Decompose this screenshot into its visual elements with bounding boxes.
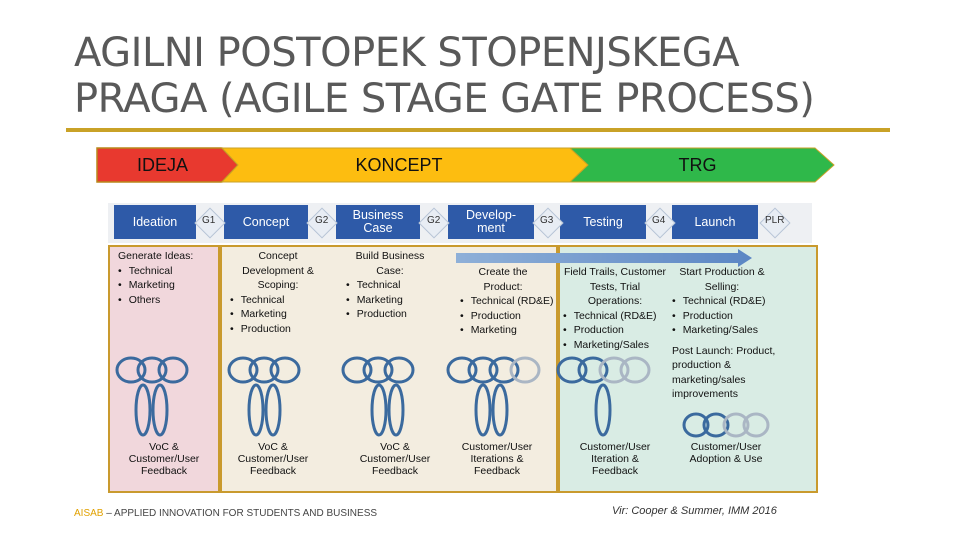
- loop-icon-6: [682, 412, 770, 438]
- concept-item: Production: [230, 322, 326, 337]
- launch-text: Start Production & Selling: Technical (R…: [672, 265, 790, 402]
- phase-label-koncept: KONCEPT: [355, 154, 443, 175]
- concept-item: Marketing: [230, 307, 326, 322]
- concept-panel: [220, 245, 558, 493]
- business-item: Marketing: [346, 293, 434, 308]
- loop-icon-3: [341, 356, 415, 437]
- gate-label-1: G1: [202, 215, 216, 226]
- business-item: Production: [346, 307, 434, 322]
- title-underline: [66, 128, 890, 132]
- concept-heading: Concept Development & Scoping:: [242, 250, 314, 291]
- launch-item: Production: [672, 309, 790, 324]
- testing-text: Field Trails, Customer Tests, Trial Oper…: [563, 265, 667, 352]
- business-heading: Build Business Case:: [355, 250, 425, 277]
- gate-label-4: G3: [540, 215, 554, 226]
- title-line-1: AGILNI POSTOPEK STOPENJSKEGA: [74, 30, 740, 76]
- launch-item: Technical (RD&E): [672, 294, 790, 309]
- footer-credit: AISAB – APPLIED INNOVATION FOR STUDENTS …: [74, 508, 377, 519]
- development-text: Create the Product: Technical (RD&E) Pro…: [460, 265, 556, 338]
- phase-label-trg: TRG: [678, 154, 717, 175]
- loop-icon-5: [556, 356, 651, 437]
- testing-item: Production: [563, 323, 667, 338]
- slide-title: AGILNI POSTOPEK STOPENJSKEGA PRAGA (AGIL…: [74, 30, 934, 122]
- gate-label-5: G4: [652, 215, 666, 226]
- launch-item: Marketing/Sales: [672, 323, 790, 338]
- phase-label-ideja: IDEJA: [136, 154, 188, 175]
- gate-label-2: G2: [315, 215, 329, 226]
- feedback-label-3: VoC & Customer/User Feedback: [359, 441, 431, 477]
- development-item: Technical (RD&E): [460, 294, 556, 309]
- testing-item: Marketing/Sales: [563, 338, 667, 353]
- gate-label-6: PLR: [765, 215, 785, 226]
- feedback-label-6: Customer/User Adoption & Use: [689, 441, 763, 465]
- testing-item: Technical (RD&E): [563, 309, 667, 324]
- development-item: Marketing: [460, 323, 556, 338]
- feedback-label-4: Customer/User Iterations & Feedback: [461, 441, 533, 477]
- concept-text: Concept Development & Scoping: Technical…: [230, 249, 326, 336]
- title-line-2: PRAGA (AGILE STAGE GATE PROCESS): [74, 76, 815, 122]
- development-heading: Create the Product:: [478, 266, 528, 293]
- concept-item: Technical: [230, 293, 326, 308]
- launch-post: Post Launch: Product, production & marke…: [672, 344, 776, 401]
- testing-heading: Field Trails, Customer Tests, Trial Oper…: [563, 266, 667, 307]
- ideation-item: Technical: [118, 264, 218, 279]
- source-citation: Vir: Cooper & Summer, IMM 2016: [612, 505, 777, 517]
- launch-heading: Start Production & Selling:: [679, 266, 765, 293]
- development-item: Production: [460, 309, 556, 324]
- ideation-item: Others: [118, 293, 218, 308]
- loop-icon-2: [227, 356, 301, 437]
- phase-arrow-trg: [568, 147, 835, 183]
- footer-brand: AISAB: [74, 508, 104, 519]
- business-text: Build Business Case: Technical Marketing…: [346, 249, 434, 322]
- process-arrow: [456, 249, 752, 267]
- gate-label-3: G2: [427, 215, 441, 226]
- loop-icon-1: [115, 356, 189, 437]
- feedback-label-2: VoC & Customer/User Feedback: [237, 441, 309, 477]
- feedback-label-5: Customer/User Iteration & Feedback: [579, 441, 651, 477]
- ideation-item: Marketing: [118, 278, 218, 293]
- ideation-heading: Generate Ideas:: [118, 250, 194, 262]
- footer-tagline: – APPLIED INNOVATION FOR STUDENTS AND BU…: [103, 508, 378, 519]
- business-item: Technical: [346, 278, 434, 293]
- ideation-text: Generate Ideas: Technical Marketing Othe…: [118, 249, 218, 307]
- feedback-label-1: VoC & Customer/User Feedback: [128, 441, 200, 477]
- loop-icon-4: [446, 356, 541, 437]
